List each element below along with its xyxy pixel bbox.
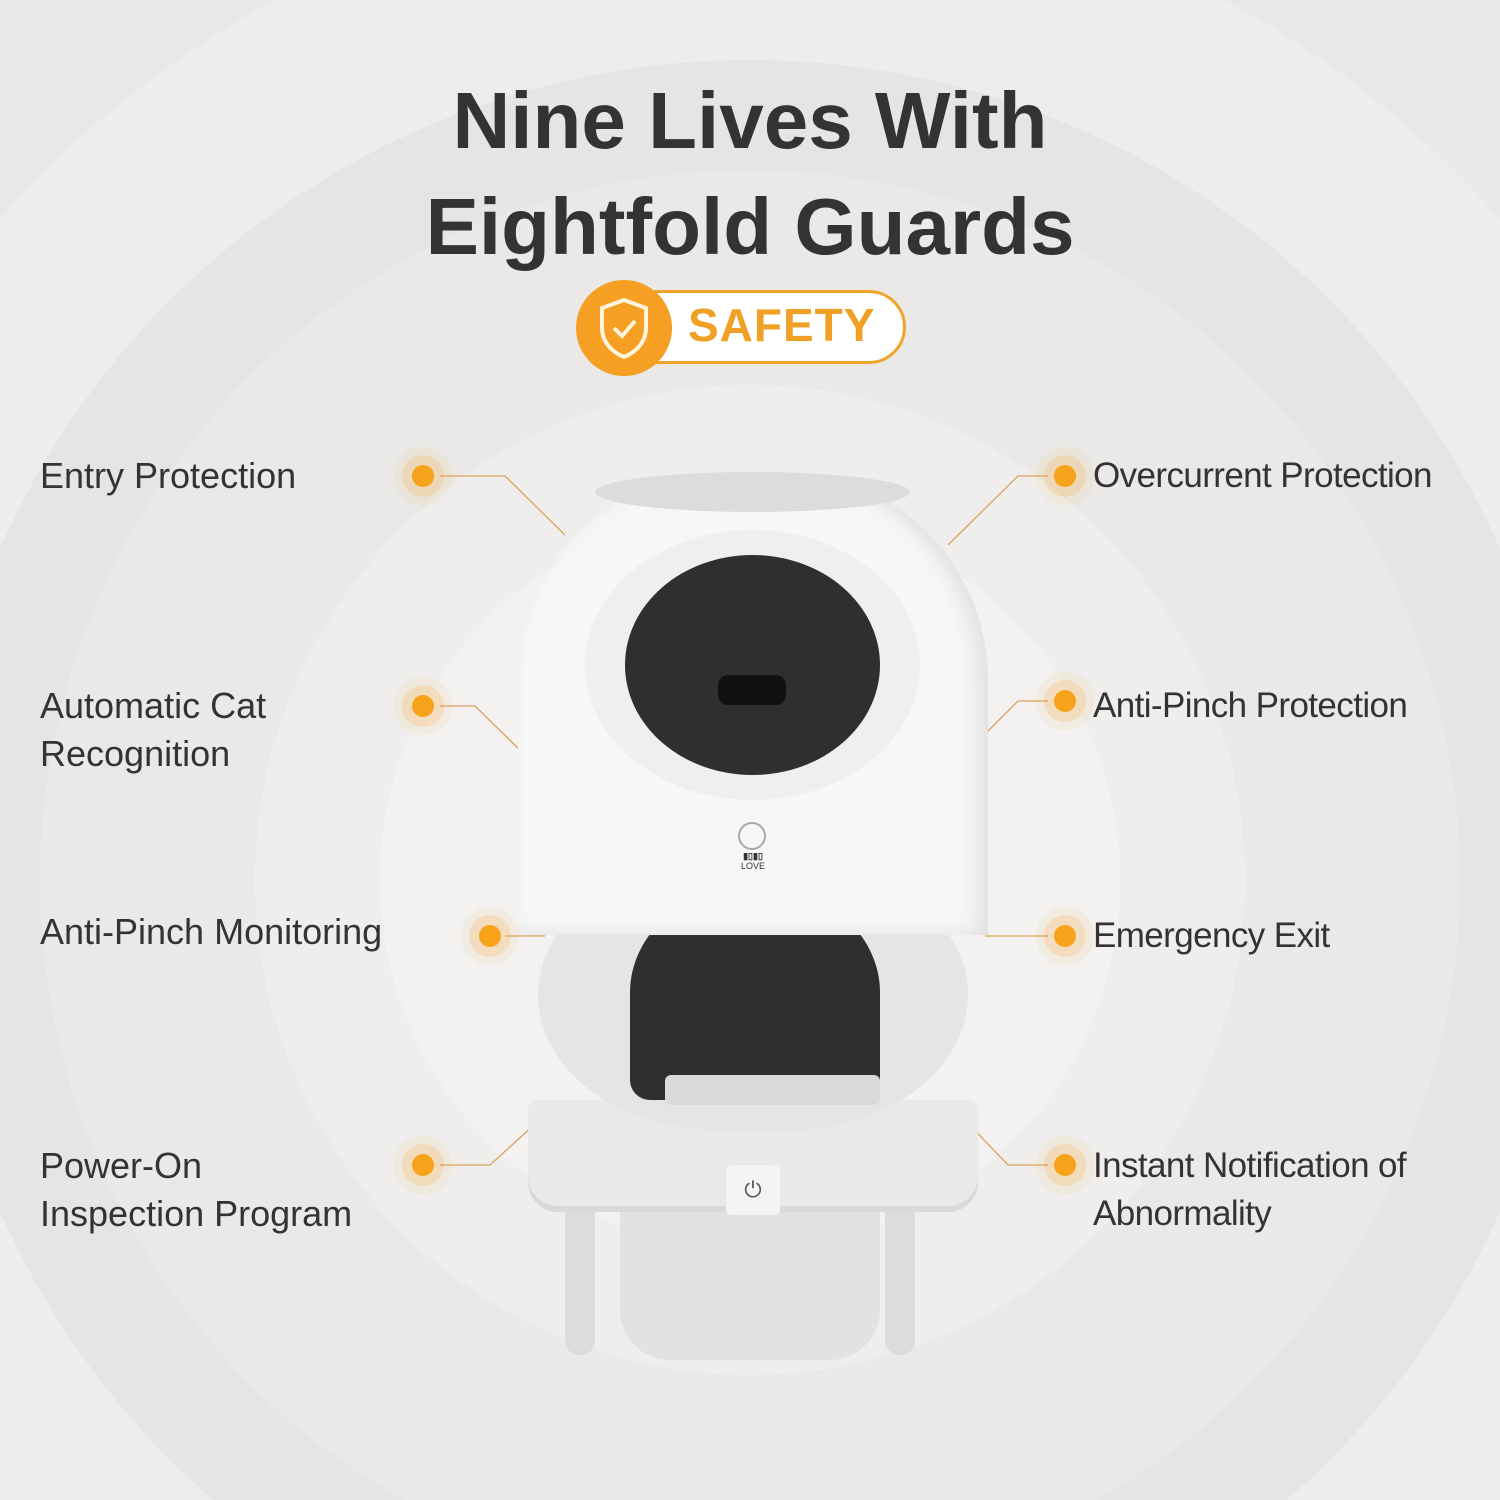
hood-top (595, 472, 910, 512)
title-line-2: Eightfold Guards (425, 182, 1075, 271)
feature-label: Recognition (40, 733, 231, 774)
sensor-slot (718, 675, 786, 705)
entry-window (625, 555, 880, 775)
feature-label: Abnormality (1093, 1194, 1272, 1233)
feature-dot (412, 695, 434, 717)
feature-dot (479, 925, 501, 947)
power-button[interactable]: ⏻ (726, 1165, 780, 1215)
feature-anti-pinch-monitoring: Anti-Pinch Monitoring (40, 908, 382, 956)
product-leg (565, 1210, 595, 1355)
badge-circle (576, 280, 672, 376)
page-title: Nine Lives With Eightfold Guards (0, 68, 1500, 280)
title-line-1: Nine Lives With (452, 76, 1048, 165)
brand-logo-text: LOVE (740, 861, 765, 871)
feature-label: Entry Protection (40, 455, 297, 496)
feature-dot (412, 465, 434, 487)
feature-dot (1054, 690, 1076, 712)
feature-overcurrent-protection: Overcurrent Protection (1093, 452, 1432, 500)
safety-badge: SAFETY (576, 280, 910, 376)
feature-anti-pinch-protection: Anti-Pinch Protection (1093, 682, 1408, 730)
feature-dot (412, 1154, 434, 1176)
status-ring-icon (738, 822, 766, 850)
globe-tray (665, 1075, 880, 1105)
feature-label: Emergency Exit (1093, 916, 1330, 955)
product-leg (885, 1210, 915, 1355)
feature-label: Overcurrent Protection (1093, 456, 1432, 495)
feature-label: Instant Notification of (1093, 1146, 1407, 1185)
feature-label: Power-On (40, 1145, 203, 1186)
feature-instant-notification: Instant Notification of Abnormality (1093, 1142, 1407, 1238)
feature-dot (1054, 1154, 1076, 1176)
brand-logo: ▮▯▮▯ LOVE (728, 851, 778, 871)
feature-dot (1054, 465, 1076, 487)
feature-dot (1054, 925, 1076, 947)
feature-label: Inspection Program (40, 1193, 353, 1234)
feature-label: Automatic Cat (40, 685, 267, 726)
feature-entry-protection: Entry Protection (40, 452, 296, 500)
shield-check-icon (600, 297, 648, 360)
feature-label: Anti-Pinch Protection (1093, 686, 1408, 725)
feature-label: Anti-Pinch Monitoring (40, 911, 383, 952)
waste-drawer (620, 1195, 880, 1360)
badge-label: SAFETY (688, 299, 876, 351)
feature-emergency-exit: Emergency Exit (1093, 912, 1330, 960)
